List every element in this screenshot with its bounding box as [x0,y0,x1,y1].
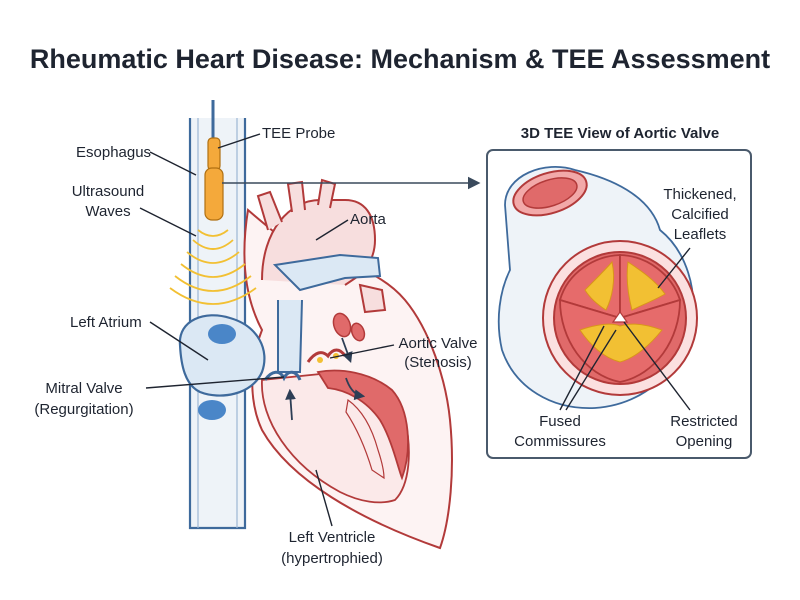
page-title: Rheumatic Heart Disease: Mechanism & TEE… [30,44,770,74]
flow-arrow-lv [345,377,366,401]
label-aortic-valve-line1: Aortic Valve [399,335,478,352]
label-left-ventricle-line2: (hypertrophied) [281,550,383,567]
label-ultrasound-line2: Waves [85,203,130,220]
flow-arrow-aortic [341,337,353,364]
label-mitral-valve-line2: (Regurgitation) [34,401,133,418]
label-thickened-line1: Thickened, [663,186,736,203]
restricted-opening [611,310,629,323]
pulmonary-vein-upper [208,324,236,344]
label-left-atrium: Left Atrium [70,314,142,331]
label-aortic-valve-line2: (Stenosis) [404,354,472,371]
label-esophagus: Esophagus [76,144,151,161]
aortic-valve-3d [497,166,698,409]
label-tee-probe: TEE Probe [262,125,335,142]
hypertrophied-wall [316,369,409,481]
flow-arrow-mitral [285,388,296,421]
label-ultrasound-line1: Ultrasound [72,183,145,200]
label-left-ventricle-line1: Left Ventricle [289,529,376,546]
heart [178,178,453,550]
mitral-valve-shape [263,370,302,382]
label-restricted-line2: Opening [676,433,733,450]
pulmonary-vein-lower [198,400,226,420]
aortic-valve-shape [306,348,347,363]
tee-probe [204,100,224,221]
label-restricted-line1: Restricted [670,413,738,430]
label-fused-line1: Fused [539,413,581,430]
ultrasound-waves [169,229,257,305]
label-thickened-line2: Calcified [671,206,729,223]
label-fused-line2: Commissures [514,433,606,450]
panel-title: 3D TEE View of Aortic Valve [521,125,719,142]
label-aorta: Aorta [350,211,387,228]
label-thickened-line3: Leaflets [674,226,727,243]
label-mitral-valve-line1: Mitral Valve [45,380,122,397]
